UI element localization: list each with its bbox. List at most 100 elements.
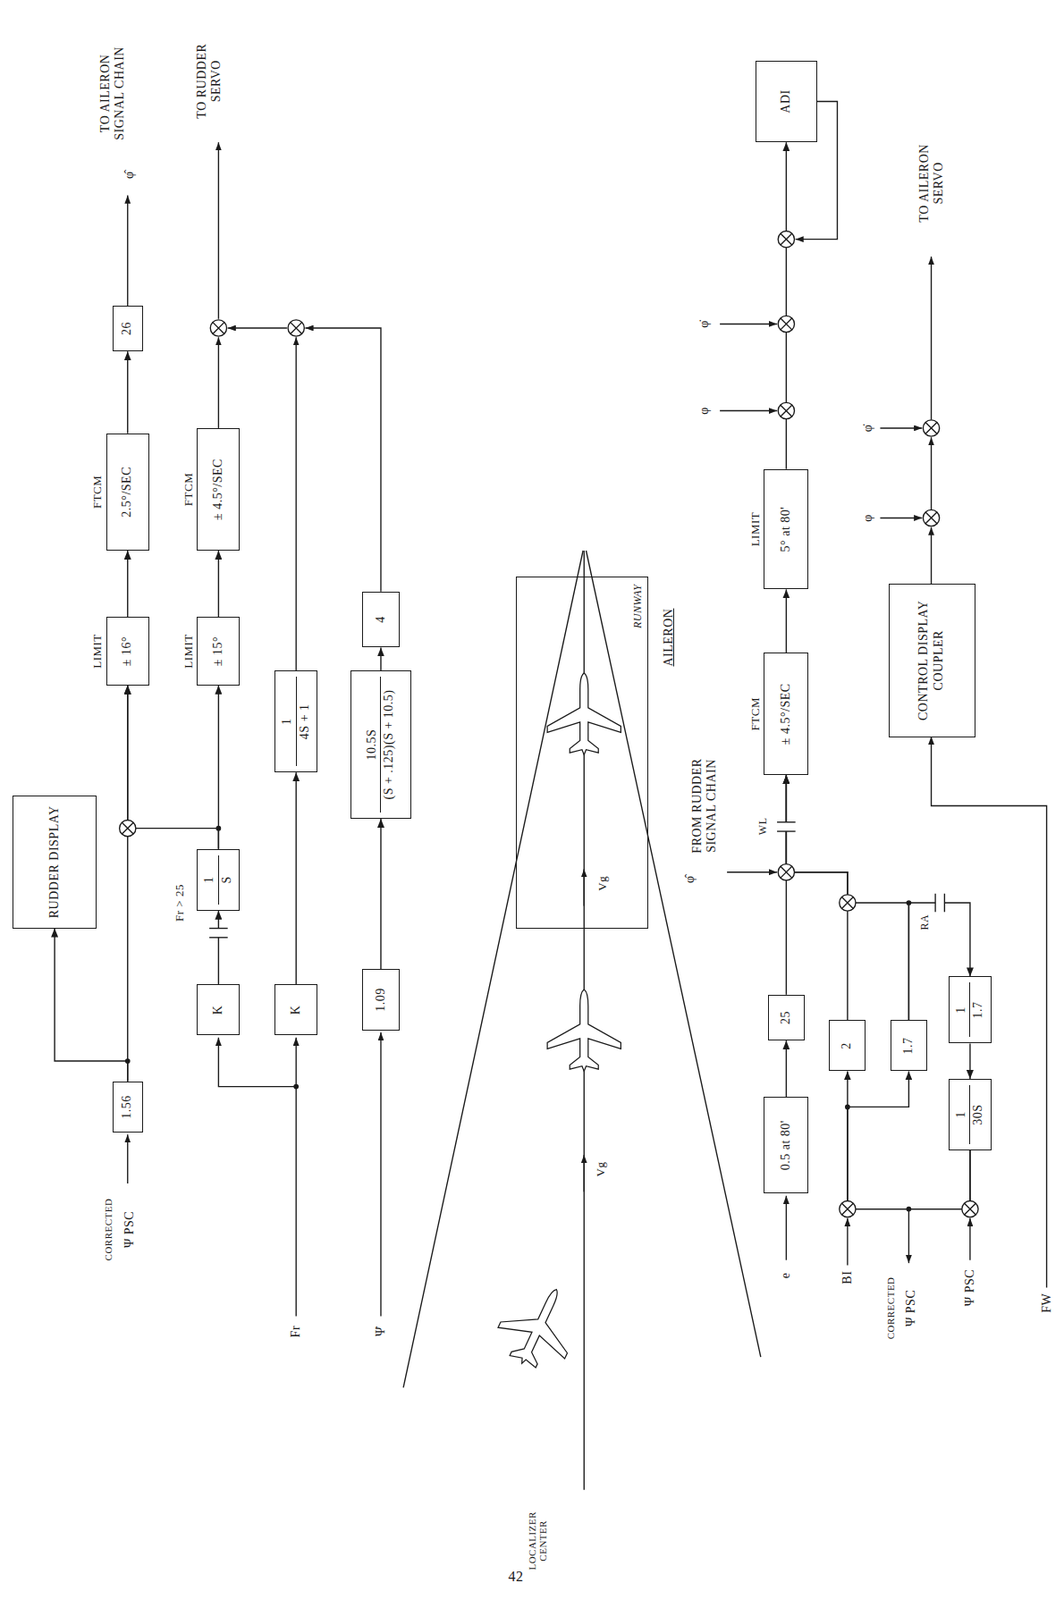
aircraft: [547, 989, 621, 1072]
junction-dot: [293, 1084, 299, 1090]
signal-name: Ψ̇: [373, 1326, 389, 1337]
input-line: [218, 1038, 296, 1088]
gain-box: 1.7: [890, 1020, 928, 1072]
input-line: [126, 1134, 128, 1184]
fraction-numerator: 1: [954, 982, 972, 1038]
signal-line: [295, 337, 297, 674]
output-line: [218, 142, 220, 320]
summing-junction: [777, 402, 794, 419]
output-line: [908, 1209, 910, 1265]
aircraft: [488, 1274, 590, 1380]
signal-connector: [785, 775, 909, 1021]
gain-box: 11.7: [948, 976, 992, 1044]
runway-outline: RUNWAY: [515, 576, 649, 929]
summing-junction: [839, 895, 856, 912]
input-line: [295, 1038, 297, 1318]
block-heading: FTCM: [748, 653, 763, 775]
summing-junction: [922, 509, 939, 526]
lag-filter-box: 14S + 1: [274, 670, 318, 773]
fraction-numerator: 1: [279, 676, 297, 767]
block-text: ADI: [778, 89, 794, 113]
velocity-arrow: [583, 1155, 585, 1192]
block-text: RUNWAY: [631, 584, 644, 630]
signal-connector: [785, 142, 787, 469]
fraction-denominator: 4S + 1: [297, 703, 313, 740]
summing-junction: [922, 420, 939, 437]
junction-dot: [906, 900, 912, 906]
limiter-box: LIMIT± 15°: [196, 616, 240, 686]
output-label: TO AILERON SIGNAL CHAIN: [98, 37, 127, 149]
block-text: ± 4.5°/SEC: [778, 683, 794, 745]
switch-condition: Fr > 25: [173, 884, 187, 922]
input-line: [726, 871, 777, 873]
signal-connector: [785, 589, 787, 653]
switch-contact: [209, 937, 228, 938]
gain-box: 26: [112, 305, 144, 352]
switch-contact: [776, 821, 796, 823]
signal-line: [304, 328, 381, 592]
output-label: TO RUDDER SERVO: [194, 34, 224, 128]
signal-name: φ: [697, 406, 712, 415]
signal-connector: [126, 550, 128, 617]
gain-box: K: [196, 984, 240, 1036]
signal-connector: [218, 685, 220, 850]
rate-limit-box: FTCM± 4.5°/SEC: [763, 652, 809, 776]
switch-gap: [935, 894, 945, 913]
block-text: K: [288, 1005, 304, 1016]
input-line: [879, 427, 922, 429]
signal-line: [228, 327, 288, 329]
block-text: 1.56: [119, 1095, 136, 1120]
block-heading: FTCM: [90, 434, 105, 550]
block-heading: LIMIT: [181, 617, 196, 685]
input-line: [719, 410, 777, 412]
block-heading: LIMIT: [748, 470, 763, 590]
summing-junction: [777, 315, 794, 332]
gain-box: 1.56: [112, 1081, 144, 1133]
signal-connector: [127, 685, 220, 850]
gain-box: 2: [828, 1020, 866, 1072]
block-text: 1.7: [901, 1037, 917, 1055]
block-text: 1.09: [373, 988, 389, 1013]
block-text: K: [211, 1005, 227, 1016]
signal-qualifier: CORRECTED: [885, 1276, 897, 1340]
limiter-box: LIMIT5° at 80': [763, 469, 809, 591]
switch-label: RA: [919, 914, 932, 931]
localizer-beam-edge: [403, 550, 583, 1388]
fraction-numerator: 1: [202, 855, 220, 905]
gain-box: 4: [362, 591, 399, 649]
signal-line: [930, 527, 932, 587]
output-line: [126, 195, 128, 306]
signal-name: BI: [840, 1271, 855, 1285]
gain-box: 1.09: [362, 969, 399, 1031]
block-text: 2: [839, 1042, 855, 1050]
fraction-numerator: 1: [954, 1085, 972, 1145]
block-text: ± 15°: [211, 636, 227, 667]
block-text: 25: [778, 1011, 794, 1025]
integrator-box: 1S: [196, 849, 240, 912]
velocity-label: Vg: [595, 876, 609, 892]
fraction-denominator: (S + .125)(S + 10.5): [381, 689, 397, 800]
block-text: 0.5 at 80': [778, 1120, 794, 1171]
fraction-numerator: 10.5S: [364, 676, 382, 813]
rate-limit-box: FTCM2.5°/SEC: [106, 433, 150, 551]
summing-junction: [962, 1200, 979, 1217]
input-line: [719, 323, 777, 325]
summing-junction: [119, 819, 136, 836]
signal-name: φ̂: [122, 170, 137, 179]
velocity-label: Vg: [593, 1162, 608, 1178]
input-line: [785, 1196, 787, 1261]
switch-label: WL: [757, 818, 770, 836]
switch-gap: [776, 822, 796, 832]
signal-line: [930, 437, 932, 510]
velocity-arrow: [583, 869, 585, 906]
input-label: FROM RUDDER SIGNAL CHAIN: [690, 747, 719, 866]
input-line: [969, 1218, 971, 1261]
signal-connector: [380, 819, 381, 970]
rate-limit-box: FTCM± 4.5°/SEC: [196, 428, 240, 551]
gain-box: K: [274, 984, 318, 1036]
coupler-box: CONTROL DISPLAY COUPLER: [888, 583, 976, 738]
block-heading: LIMIT: [90, 617, 105, 685]
limiter-box: LIMIT± 16°: [106, 616, 150, 686]
input-line: [931, 736, 1048, 1289]
